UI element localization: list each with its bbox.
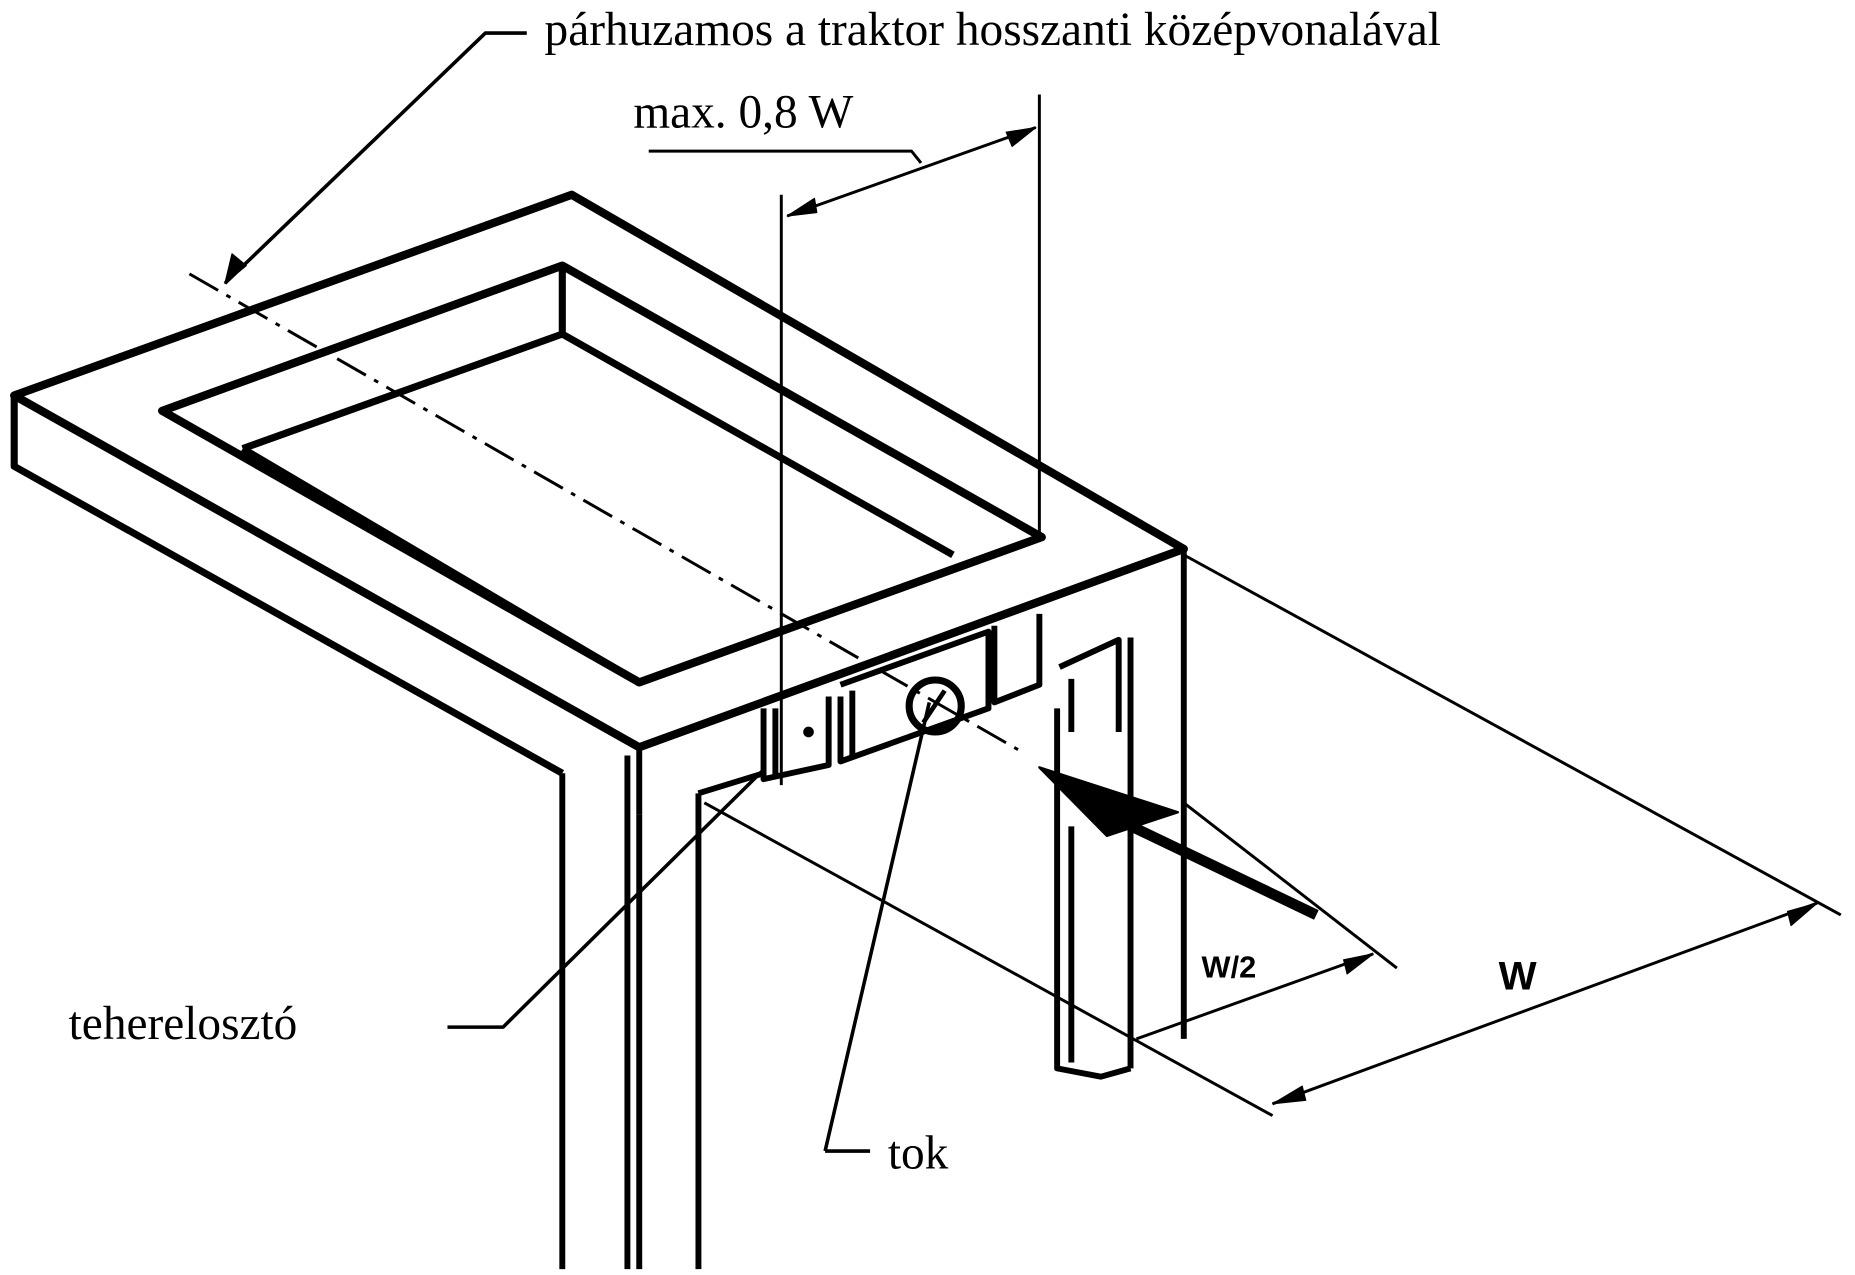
dim-W-extension [703,553,1842,1117]
dim-W2-line [1135,952,1374,1041]
max-width-label: max. 0,8 W [633,87,853,139]
load-distributor [760,613,1043,783]
socket-label: tok [888,1128,949,1180]
centerline [188,272,1019,751]
frame-left-face [10,395,565,777]
force-arrowhead [1038,766,1180,838]
frame-top-outline [10,190,1188,752]
load-distributor-label: teherelosztó [69,998,298,1050]
rear-leg [1054,678,1132,1080]
front-leg [559,755,702,1270]
dim-W2-extension [1182,801,1398,970]
dim-max-width-line [648,126,1037,218]
load-distributor-leader [447,768,765,1029]
socket-circle [905,676,965,736]
frame-front-face [636,747,765,815]
dim-W-line [1272,901,1818,1106]
dim-extension-lines [779,94,1041,786]
right-face [1058,548,1187,1069]
half-width-label: W/2 [1202,950,1257,985]
socket-leader [823,702,932,1153]
width-label: W [1499,953,1537,998]
centerline-label: párhuzamos a traktor hosszanti középvona… [545,4,1441,56]
force-arrow [1104,809,1319,920]
centerline-leader [223,31,527,285]
frame-inner-depth [240,265,955,686]
